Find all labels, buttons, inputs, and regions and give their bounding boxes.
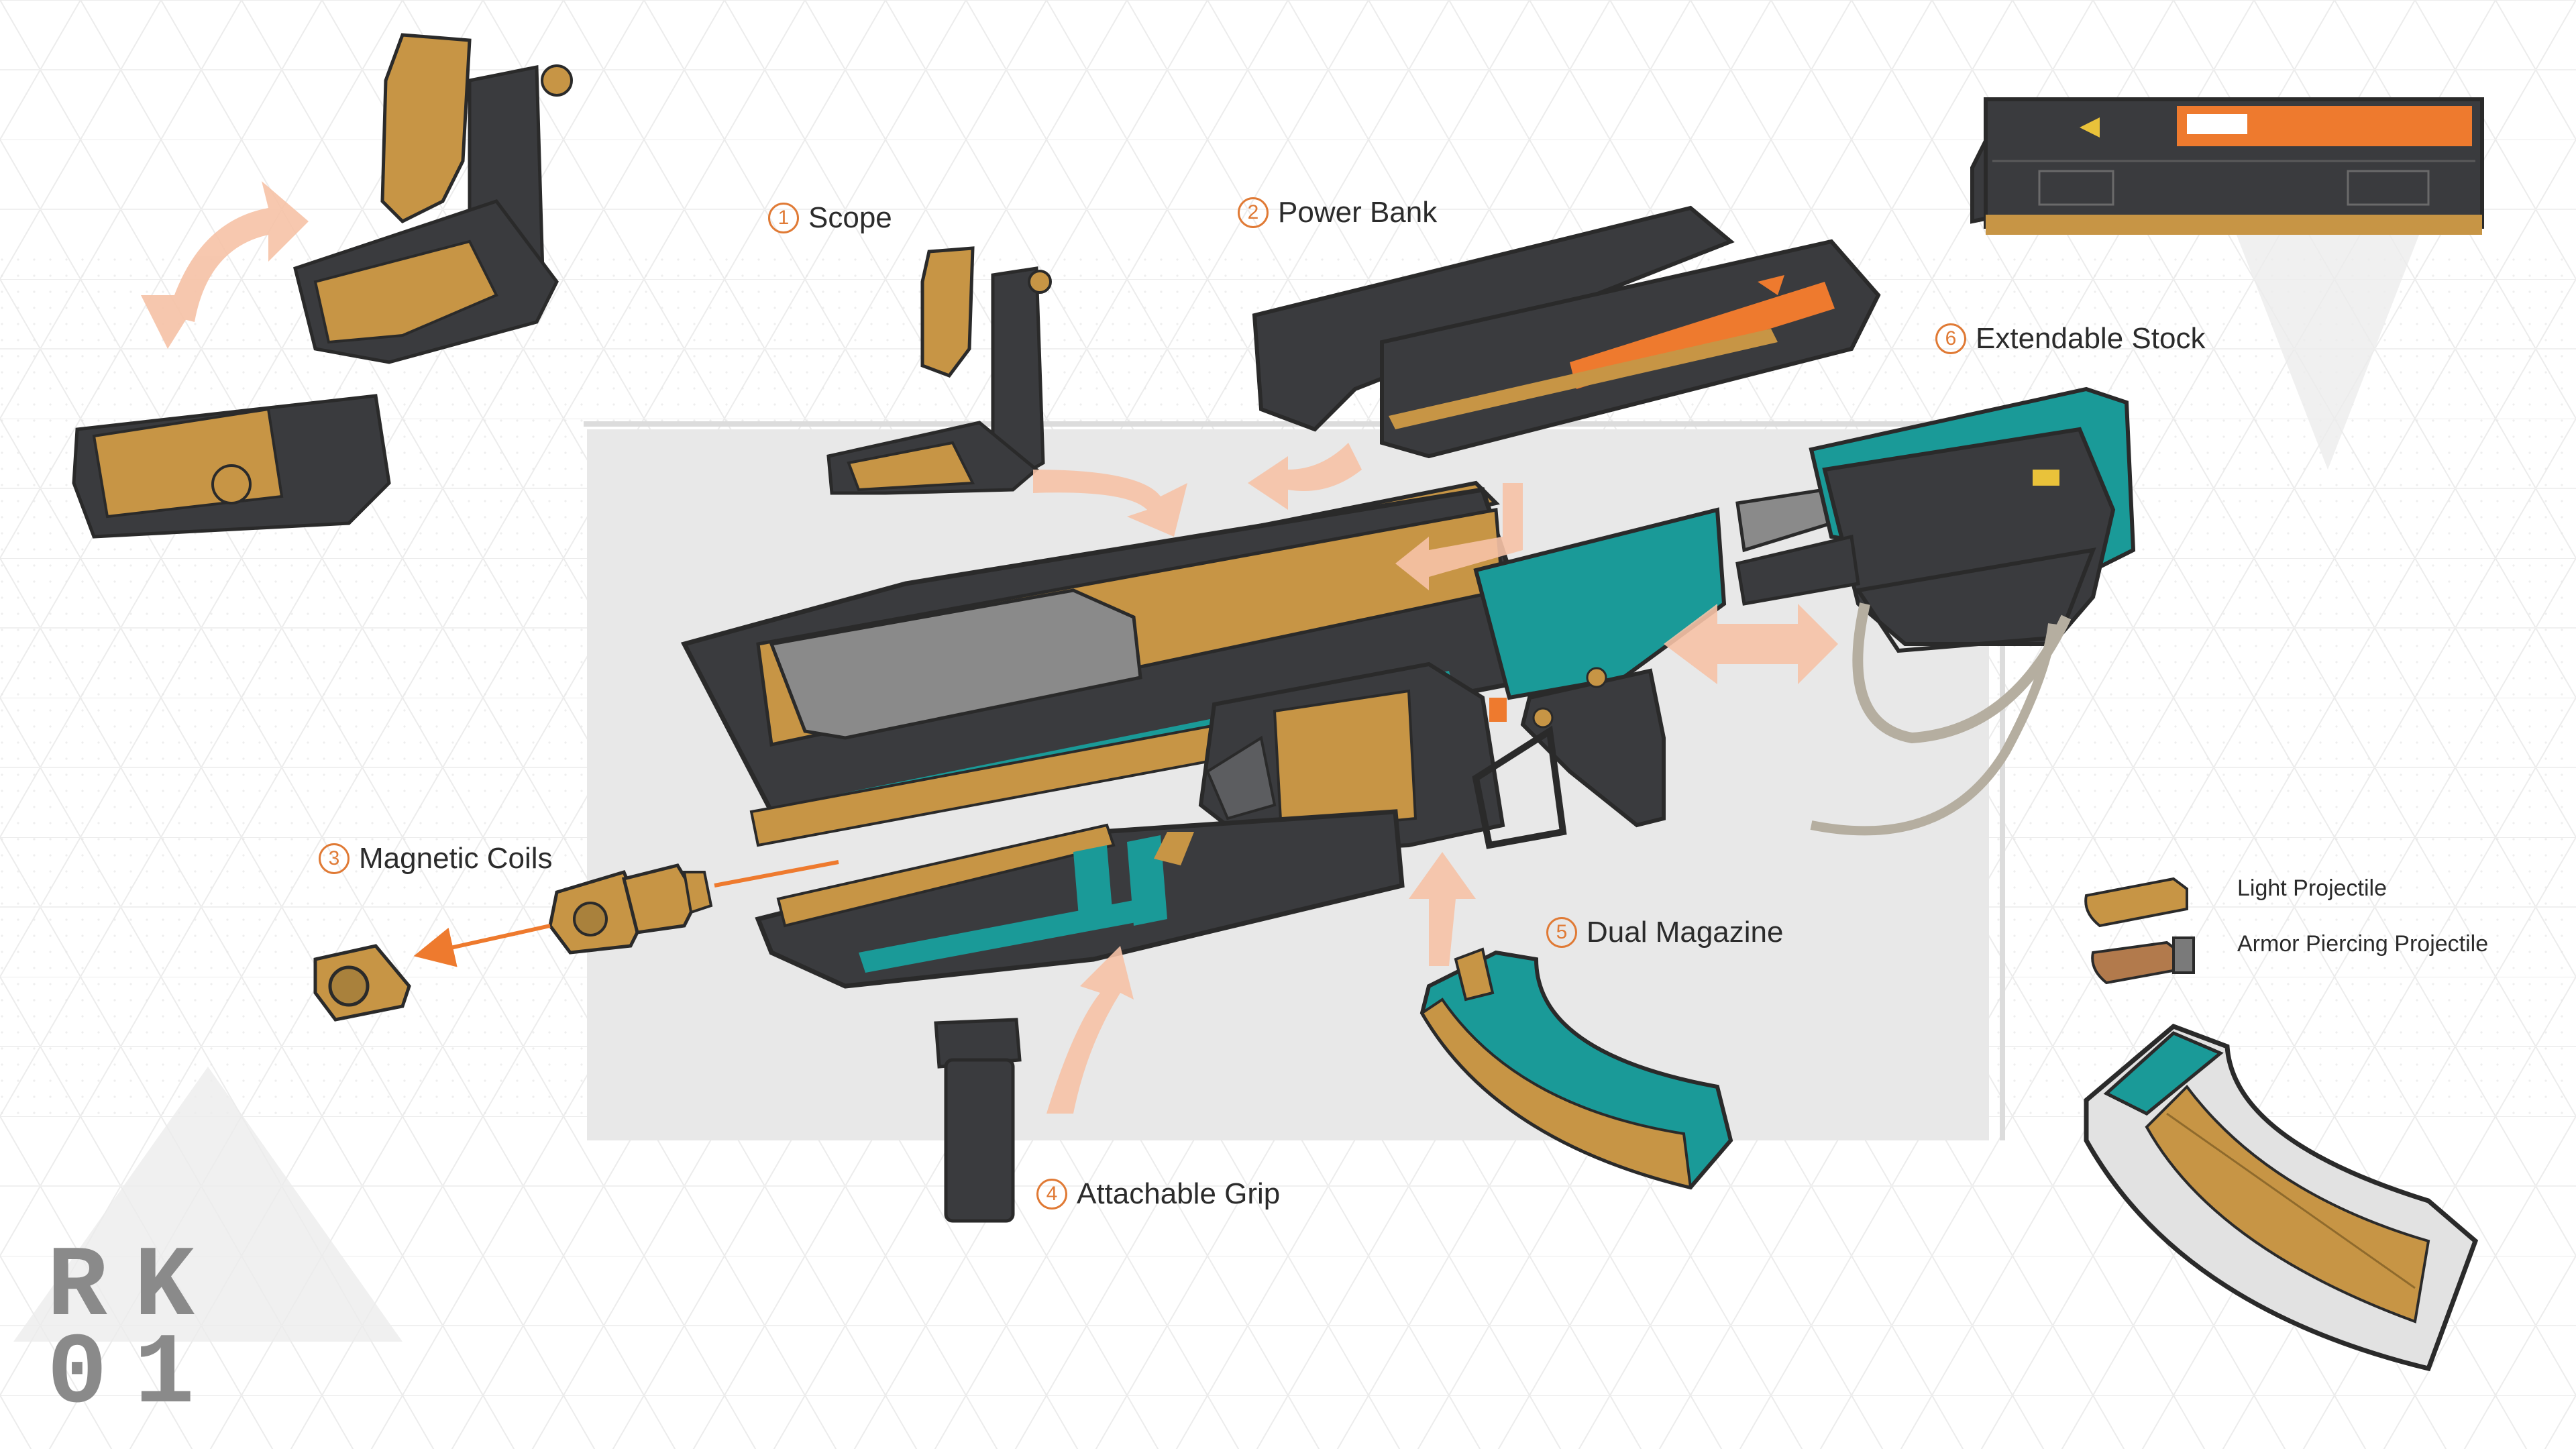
callout-label: Dual Magazine bbox=[1587, 916, 1784, 949]
callout-label: Power Bank bbox=[1278, 196, 1437, 229]
attachable-grip-part bbox=[936, 1020, 1020, 1221]
callout-label: Magnetic Coils bbox=[359, 842, 553, 875]
callout-number: 1 bbox=[768, 203, 799, 233]
callout-dual-magazine: 5 Dual Magazine bbox=[1546, 916, 1784, 949]
callout-number: 2 bbox=[1238, 197, 1269, 228]
callout-scope: 1 Scope bbox=[768, 201, 892, 235]
callout-number: 3 bbox=[319, 843, 350, 874]
callout-label: Extendable Stock bbox=[1976, 322, 2205, 356]
model-code-line2: 01 bbox=[47, 1325, 221, 1426]
callout-number: 6 bbox=[1935, 323, 1966, 354]
callout-extendable-stock: 6 Extendable Stock bbox=[1935, 322, 2205, 356]
light-projectile-label: Light Projectile bbox=[2237, 875, 2387, 902]
callout-number: 4 bbox=[1036, 1179, 1067, 1210]
callout-attachable-grip: 4 Attachable Grip bbox=[1036, 1177, 1280, 1211]
callout-number: 5 bbox=[1546, 917, 1577, 948]
callout-label: Attachable Grip bbox=[1077, 1177, 1280, 1211]
armor-piercing-projectile-label: Armor Piercing Projectile bbox=[2237, 931, 2488, 957]
callout-power-bank: 2 Power Bank bbox=[1238, 196, 1437, 229]
callout-magnetic-coils: 3 Magnetic Coils bbox=[319, 842, 553, 875]
power-bank-detail bbox=[1972, 99, 2482, 235]
callout-label: Scope bbox=[808, 201, 892, 235]
